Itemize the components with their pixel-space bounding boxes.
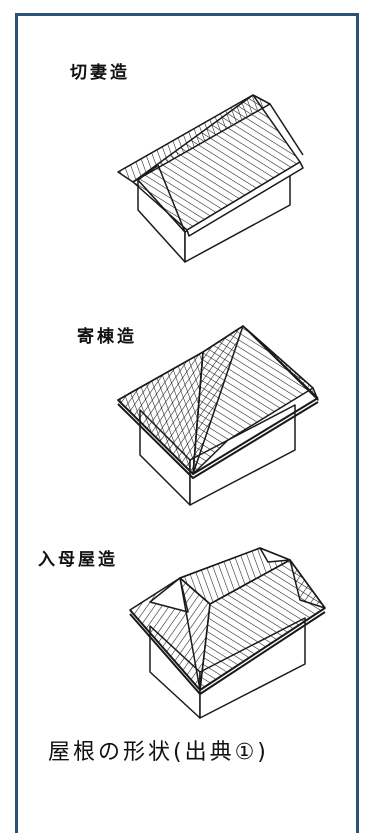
irimoya-gable-end — [149, 577, 189, 613]
gable-roof-house — [117, 94, 304, 263]
hip-wall-side — [189, 404, 296, 506]
hip-roof-house — [117, 325, 319, 506]
label-gable-roof: 切妻造 — [70, 63, 130, 83]
figure-caption: 屋根の形状(出典①) — [48, 740, 269, 765]
label-hip-roof: 寄棟造 — [77, 327, 137, 347]
label-irimoya-roof: 入母屋造 — [38, 550, 118, 570]
irimoya-roof-house — [129, 547, 326, 719]
